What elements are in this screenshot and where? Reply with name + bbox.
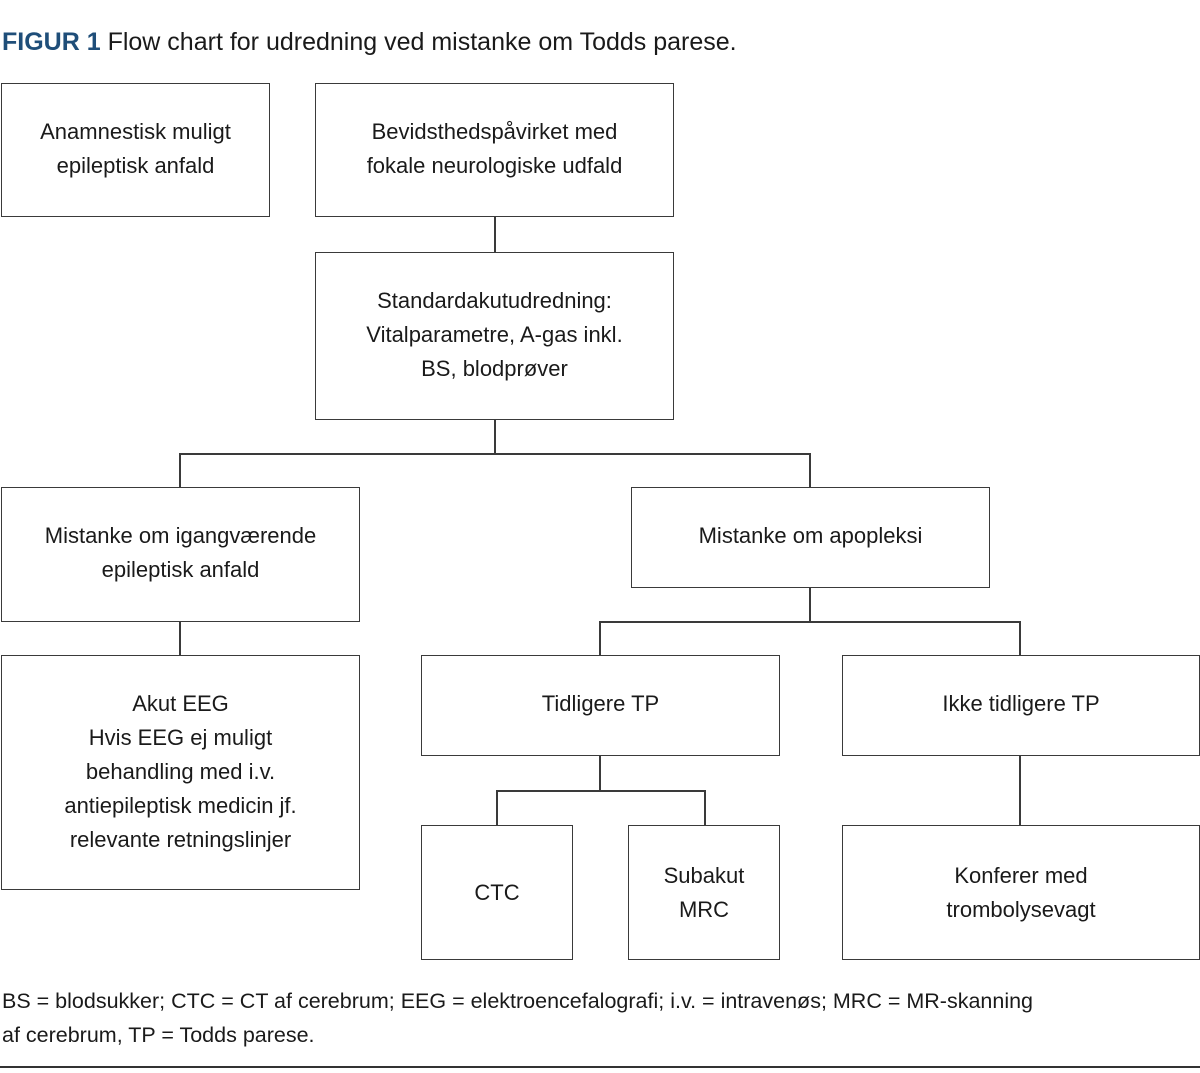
box-ctc: CTC — [421, 825, 573, 960]
box-text-line: antiepileptisk medicin jf. — [64, 793, 297, 818]
box-text-line: trombolysevagt — [946, 896, 1096, 922]
box-text-line: Tidligere TP — [541, 691, 660, 716]
box-text-line: MRC — [678, 896, 730, 922]
connector-to-stroke — [809, 453, 811, 488]
connector-to-mrc — [704, 790, 706, 826]
box-text-line: BS, blodprøver — [421, 356, 568, 381]
bottom-rule — [0, 1066, 1200, 1068]
box-no-previous-tp: Ikke tidligere TP — [842, 655, 1200, 756]
connector-consciousness-standard — [494, 216, 496, 253]
box-seizure-suspicion: Mistanke om igangværende epileptisk anfa… — [1, 487, 360, 622]
box-anamnestic-seizure: Anamnestisk muligt epileptisk anfald — [1, 83, 270, 217]
box-text-line: epileptisk anfald — [101, 557, 260, 582]
box-text-line: Bevidsthedspåvirket med — [371, 119, 618, 144]
connector-branch-1 — [179, 453, 811, 455]
connector-branch-3 — [496, 790, 706, 792]
box-previous-tp: Tidligere TP — [421, 655, 780, 756]
box-text-line: Mistanke om igangværende — [44, 523, 317, 548]
box-text-line: CTC — [474, 879, 520, 905]
figure-label: FIGUR 1 — [2, 28, 101, 56]
connector-no-previous-tp-confer — [1019, 755, 1021, 826]
box-text-line: Subakut — [663, 862, 745, 888]
box-acute-eeg: Akut EEG Hvis EEG ej muligt behandling m… — [1, 655, 360, 890]
connector-seizure-eeg — [179, 621, 181, 656]
connector-to-previous-tp — [599, 621, 601, 656]
box-text-line: Ikke tidligere TP — [942, 691, 1100, 716]
box-text-line: Hvis EEG ej muligt — [88, 725, 273, 750]
box-stroke-suspicion: Mistanke om apopleksi — [631, 487, 990, 588]
box-text-line: Konferer med — [954, 862, 1088, 888]
box-subacute-mrc: Subakut MRC — [628, 825, 780, 960]
figure-title: FIGUR 1 Flow chart for udredning ved mis… — [2, 28, 737, 57]
box-text-line: Akut EEG — [132, 691, 229, 716]
connector-to-no-previous-tp — [1019, 621, 1021, 656]
figure-caption: Flow chart for udredning ved mistanke om… — [107, 28, 737, 56]
connector-branch-2 — [599, 621, 1021, 623]
box-text-line: fokale neurologiske udfald — [366, 153, 623, 178]
box-text-line: Mistanke om apopleksi — [698, 523, 923, 548]
box-text-line: behandling med i.v. — [85, 759, 276, 784]
abbreviations-footnote: BS = blodsukker; CTC = CT af cerebrum; E… — [2, 989, 1034, 1047]
connector-standard-down — [494, 419, 496, 454]
box-text-line: epileptisk anfald — [56, 153, 215, 178]
connector-to-seizure — [179, 453, 181, 488]
connector-previous-tp-down — [599, 755, 601, 791]
connector-stroke-down — [809, 587, 811, 622]
box-text-line: Anamnestisk muligt — [40, 119, 231, 144]
box-confer-thrombolysis: Konferer med trombolysevagt — [842, 825, 1200, 960]
connector-to-ctc — [496, 790, 498, 826]
box-text-line: Vitalparametre, A-gas inkl. — [366, 322, 623, 347]
box-text-line: Standardakutudredning: — [377, 288, 612, 313]
box-consciousness-affected: Bevidsthedspåvirket med fokale neurologi… — [315, 83, 674, 217]
box-standard-workup: Standardakutudredning: Vitalparametre, A… — [315, 252, 674, 420]
box-text-line: relevante retningslinjer — [69, 827, 292, 852]
